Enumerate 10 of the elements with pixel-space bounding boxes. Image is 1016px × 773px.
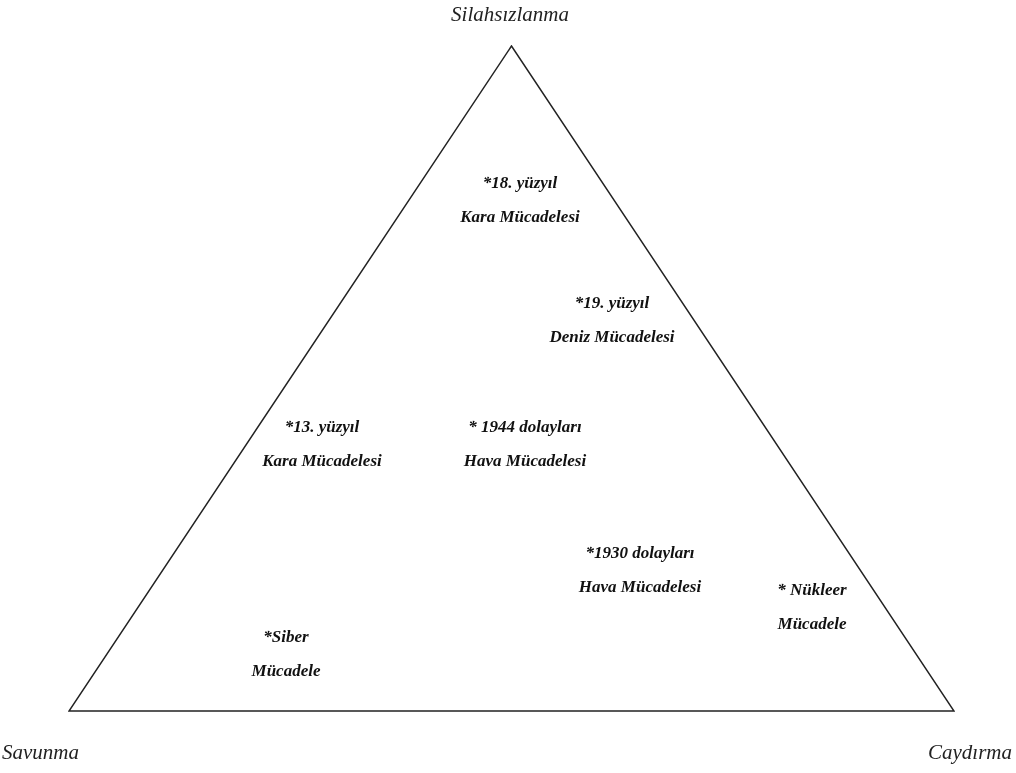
era-label: *1930 dolayları Hava Mücadelesi xyxy=(578,542,702,598)
era-label: * 1944 dolayları Hava Mücadelesi xyxy=(463,416,587,472)
era-label: *13. yüzyıl Kara Mücadelesi xyxy=(262,416,382,472)
corner-label: Caydırma xyxy=(928,740,1012,765)
corner-label: Savunma xyxy=(2,740,79,765)
era-label: *Siber Mücadele xyxy=(251,626,321,682)
era-label: *19. yüzyıl Deniz Mücadelesi xyxy=(549,292,675,348)
era-label: *18. yüzyıl Kara Mücadelesi xyxy=(460,172,580,228)
era-label: * Nükleer Mücadele xyxy=(777,579,847,635)
corner-label: Silahsızlanma xyxy=(451,2,569,27)
